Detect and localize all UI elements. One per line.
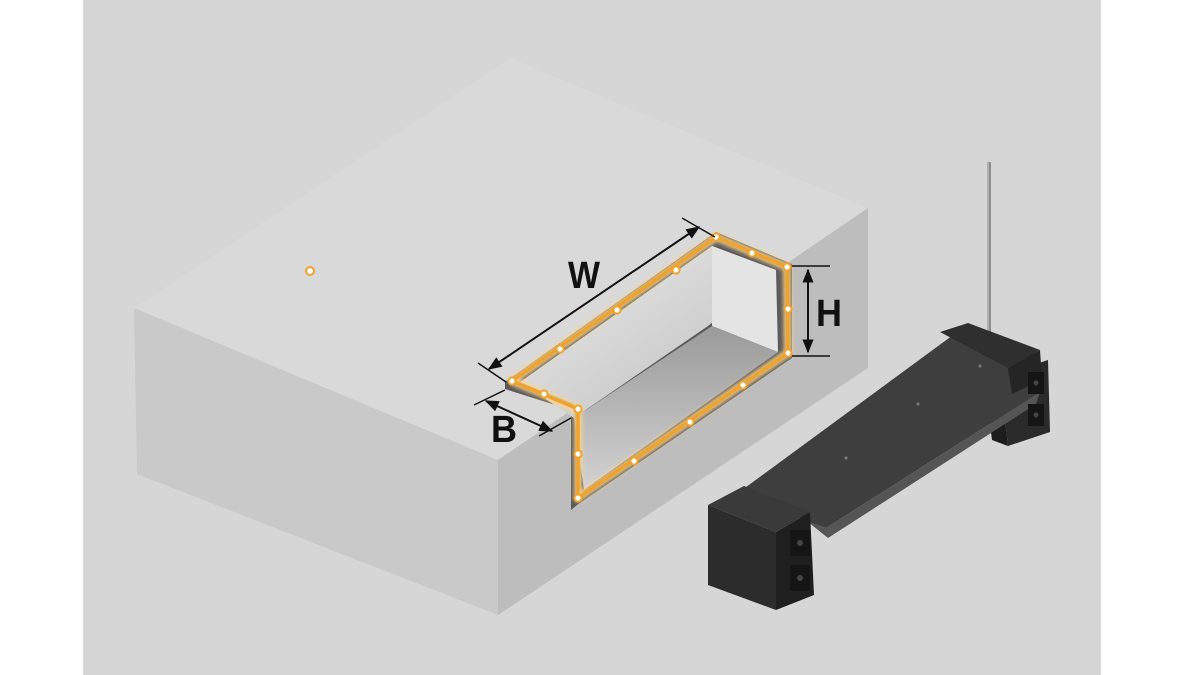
depth-extension-right bbox=[538, 417, 572, 437]
width-dimension-line bbox=[487, 226, 701, 370]
block-left-face bbox=[134, 308, 498, 615]
depth-label: B bbox=[491, 409, 517, 451]
orange-dot-marker bbox=[738, 380, 748, 390]
height-label: H bbox=[816, 293, 842, 335]
orange-dot-marker bbox=[555, 344, 565, 354]
pit-floor bbox=[574, 326, 778, 490]
orange-dot-marker bbox=[711, 232, 721, 242]
orange-dot-marker bbox=[612, 305, 622, 315]
orange-dot-marker bbox=[782, 262, 792, 272]
deck-detail-dot bbox=[916, 402, 920, 406]
leveler-right-bumper-bolt-lower bbox=[1033, 412, 1039, 418]
orange-dot-marker bbox=[573, 404, 583, 414]
orange-dot-marker bbox=[305, 266, 315, 276]
deck-detail-dot bbox=[844, 456, 848, 460]
orange-dot-marker bbox=[783, 348, 793, 358]
orange-dot-marker bbox=[573, 493, 583, 503]
orange-dot-marker bbox=[629, 456, 639, 466]
leveler-bumper-bolt-upper bbox=[797, 540, 803, 546]
width-label: W bbox=[568, 255, 600, 297]
orange-dot-marker bbox=[573, 449, 583, 459]
height-dimension: H bbox=[792, 265, 842, 357]
pit-right-wall bbox=[712, 246, 778, 352]
leveler-left-housing-top bbox=[708, 486, 810, 532]
orange-dot-marker bbox=[539, 389, 549, 399]
orange-dot-marker bbox=[747, 248, 757, 258]
orange-dot-marker bbox=[685, 417, 695, 427]
dock-leveler-illustration bbox=[708, 162, 1050, 610]
width-extension-left bbox=[477, 362, 507, 383]
leveler-right-bumper-bolt-upper bbox=[1033, 380, 1039, 386]
leveler-deck-plate bbox=[742, 327, 1040, 528]
leveler-lip bbox=[940, 323, 1040, 368]
orange-dot-marker bbox=[671, 265, 681, 275]
width-dimension: W bbox=[477, 217, 716, 383]
depth-dimension-line bbox=[484, 400, 554, 432]
deck-detail-dot bbox=[978, 364, 982, 368]
leveler-bumper-bolt-lower bbox=[797, 575, 803, 581]
leveler-left-housing-side bbox=[708, 505, 776, 610]
orange-dot-marker bbox=[783, 304, 793, 314]
depth-extension-left bbox=[473, 389, 506, 406]
depth-dimension: B bbox=[473, 389, 572, 451]
orange-dot-marker bbox=[507, 376, 517, 386]
